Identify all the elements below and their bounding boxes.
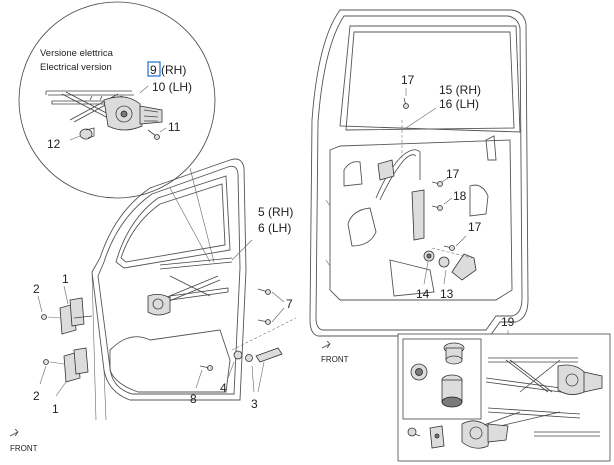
- callout-11: 11: [168, 120, 181, 134]
- washer-part: [410, 363, 428, 381]
- manual-window-regulator: [147, 239, 253, 316]
- fastener-18: [431, 197, 453, 211]
- lock-rod-15-16: [375, 107, 437, 241]
- bushing-part: [441, 374, 463, 408]
- electric-window-regulator: [45, 90, 163, 131]
- callout-18: 18: [453, 189, 467, 203]
- callout-3: 3: [251, 397, 258, 411]
- inset-caption-line1: Versione elettrica: [40, 48, 114, 59]
- switch-12: [69, 127, 95, 141]
- screw-17-mid: [431, 177, 449, 187]
- callout-7: 7: [286, 297, 293, 311]
- callout-14: 14: [416, 287, 430, 301]
- callout-5: 5 (RH): [258, 205, 293, 219]
- callout-9-box: [147, 61, 161, 77]
- washer-14: [423, 250, 435, 285]
- screw-17-low: [443, 235, 467, 251]
- kit-regulator-upper: [485, 357, 603, 395]
- electric-version-inset: Versione elettrica Electrical version: [18, 1, 216, 263]
- callout-15: 15 (RH): [439, 83, 481, 97]
- front-label-1: FRONT: [10, 444, 38, 453]
- front-door-outline: [91, 158, 247, 421]
- winder-handle-3: [231, 317, 297, 363]
- callout-2-upper: 2: [33, 282, 40, 296]
- front-label-2: FRONT: [321, 355, 349, 364]
- callout-19: 19: [501, 315, 515, 329]
- screws-7: [257, 288, 285, 325]
- callout-13: 13: [440, 287, 454, 301]
- front-direction-arrow-1: [9, 428, 19, 437]
- lower-hinge: [43, 347, 89, 383]
- kit-regulator-lower: [461, 407, 600, 449]
- callout-2-lower: 2: [33, 389, 40, 403]
- inset-caption-line2: Electrical version: [40, 62, 112, 73]
- callout-17-mid: 17: [446, 167, 460, 181]
- regulator-kit-box-19: [397, 333, 611, 462]
- handle-13: [431, 247, 477, 285]
- callout-16: 16 (LH): [439, 97, 479, 111]
- callout-12: 12: [47, 137, 61, 151]
- callout-1-lower: 1: [52, 402, 59, 416]
- callout-17-top: 17: [401, 73, 415, 87]
- grommet-part: [443, 342, 465, 365]
- screw-8: [195, 365, 213, 389]
- callout-6: 6 (LH): [258, 221, 291, 235]
- screw-17-top: [403, 88, 409, 109]
- kit-bolt: [407, 427, 421, 437]
- fastener-11: [147, 127, 167, 140]
- callout-17-low: 17: [468, 220, 482, 234]
- upper-hinge: [41, 297, 93, 335]
- callout-10: 10 (LH): [152, 80, 192, 94]
- callout-4: 4: [220, 381, 227, 395]
- washer-4: [233, 350, 243, 360]
- sliding-door-outline: [309, 9, 529, 337]
- callout-8: 8: [190, 392, 197, 406]
- front-direction-arrow-2: [321, 340, 331, 349]
- callout-1-upper: 1: [62, 272, 69, 286]
- callout-9: 9: [150, 63, 157, 77]
- kit-clip: [429, 425, 445, 449]
- callout-9-suffix: (RH): [161, 63, 186, 77]
